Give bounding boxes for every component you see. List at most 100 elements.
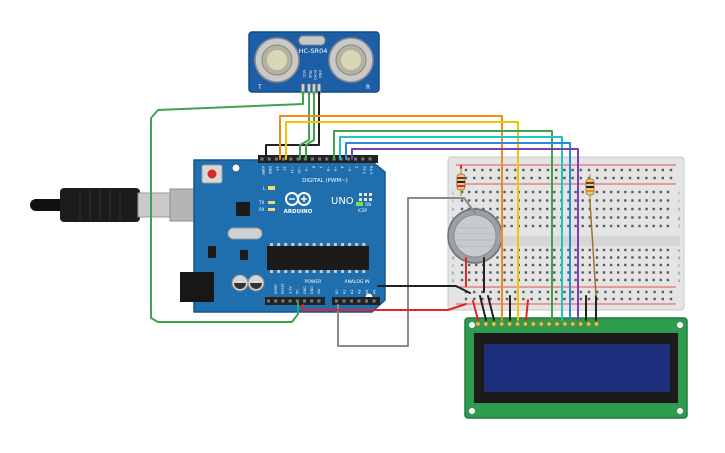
digital-pin-label: 2 <box>355 166 359 168</box>
row-letter: h <box>678 207 681 213</box>
led-on-label: ON <box>365 202 371 207</box>
sensor-model-label: HC-SR04 <box>299 47 328 55</box>
wire-lcd-red-2 <box>525 299 529 321</box>
led-l <box>268 186 275 190</box>
mount-hole <box>231 163 241 173</box>
reset-button-cap <box>207 169 217 179</box>
digital-pin-label: ~9 <box>304 166 308 172</box>
digital-pin-label: ~11 <box>290 166 294 174</box>
usb-chip <box>236 202 250 216</box>
analog-label: ANALOG IN <box>344 279 369 285</box>
row-letter: d <box>678 256 681 262</box>
atmega-chip <box>267 246 369 270</box>
arduino-logo <box>285 192 311 206</box>
power-pin-label: Vin <box>317 289 321 294</box>
wire-red-5v <box>302 303 467 311</box>
digital-pin-label: ~10 <box>297 166 301 174</box>
wire-sensor-vcc <box>150 91 304 323</box>
wire-gray <box>337 197 465 347</box>
row-letter: j <box>451 190 453 196</box>
power-pin-label: GND <box>303 286 307 294</box>
analog-pin-label: A2 <box>350 290 354 294</box>
row-letter: i <box>452 199 453 205</box>
sensor-pin-label: TRIG <box>308 69 312 79</box>
wire-black-gnd <box>377 285 471 294</box>
gas-sensor <box>447 208 503 264</box>
breadboard: jjiihhggffeeddccbbaa <box>447 156 685 311</box>
lcd-pins <box>475 321 599 327</box>
row-letter: b <box>678 271 681 277</box>
digital-label: DIGITAL (PWM~) <box>302 178 348 184</box>
digital-pin-label: 4 <box>340 166 344 169</box>
lcd-screen <box>484 344 670 392</box>
voltage-regulator <box>208 246 216 258</box>
sensor-pin-label: GND <box>318 70 322 78</box>
power-pin-label: 3.3V <box>288 286 292 294</box>
row-letter: b <box>452 271 455 277</box>
wire-yellow <box>285 121 519 321</box>
wire-sensor-trig <box>299 91 310 160</box>
sensor-pin-label: VCC <box>302 70 306 78</box>
resistor-right <box>585 174 595 202</box>
lcd-display <box>464 317 688 419</box>
analog-pin-label: A3 <box>358 290 362 294</box>
sensor-r-label: R <box>366 84 370 91</box>
row-letter: g <box>678 217 681 222</box>
resistor-left <box>456 168 466 196</box>
led-tx-label: TX <box>258 200 264 205</box>
digital-pin-label: GND <box>268 166 272 174</box>
arduino-model: UNO <box>331 196 354 207</box>
digital-pin-label: TX 1 <box>362 165 366 174</box>
digital-header <box>258 155 378 163</box>
crystal <box>227 227 263 240</box>
wire-blue <box>345 142 571 321</box>
power-pin-label: 5V <box>296 289 300 294</box>
row-letter: d <box>452 256 455 262</box>
row-letter: c <box>678 264 681 269</box>
row-letter: c <box>452 264 455 269</box>
led-on <box>356 202 363 206</box>
analog-pin-label: A0 <box>335 290 339 294</box>
icsp-label: ICSP <box>358 208 368 213</box>
digital-pin-label: ~3 <box>347 166 351 171</box>
sensor-crystal <box>298 35 326 46</box>
center-channel <box>452 236 680 246</box>
row-letter: h <box>452 207 455 213</box>
led-rx-label: RX <box>259 207 265 212</box>
row-letter: a <box>678 279 681 284</box>
analog-pin-label: A1 <box>343 290 347 294</box>
power-pin-label: IOREF <box>274 284 278 294</box>
digital-pin-label: ~6 <box>326 166 330 172</box>
usb-cable <box>30 188 199 222</box>
digital-pin-label: 12 <box>283 166 287 171</box>
arduino-brand: ARDUINO <box>284 209 313 215</box>
wire-sensor-gnd <box>265 91 320 160</box>
digital-pin-label: 8 <box>311 166 315 169</box>
icsp-header <box>359 193 372 201</box>
dc-power-jack <box>180 272 214 302</box>
breadboard-row-letters: jjiihhggffeeddccbbaa <box>451 190 680 284</box>
wire-cyan <box>339 136 563 321</box>
power-pin-label: GND <box>310 286 314 294</box>
analog-pin-label: A4 <box>365 290 369 294</box>
wire-green-lcd <box>333 130 553 321</box>
smd-component <box>240 250 248 260</box>
row-letter: i <box>678 199 679 205</box>
wire-gray-sensor <box>463 197 476 214</box>
power-pin-label: RESET <box>281 282 285 294</box>
digital-pin-label: 7 <box>319 166 323 168</box>
row-letter: j <box>677 190 679 196</box>
analog-header <box>332 297 380 305</box>
power-header <box>265 297 325 305</box>
led-l-label: L <box>263 186 266 191</box>
sensor-pin-label: ECHO <box>313 70 317 80</box>
digital-pin-label: ~5 <box>333 166 337 171</box>
chip-legs <box>270 243 366 273</box>
top-rail-holes <box>464 168 673 301</box>
analog-pin-label: A5 <box>373 290 377 294</box>
